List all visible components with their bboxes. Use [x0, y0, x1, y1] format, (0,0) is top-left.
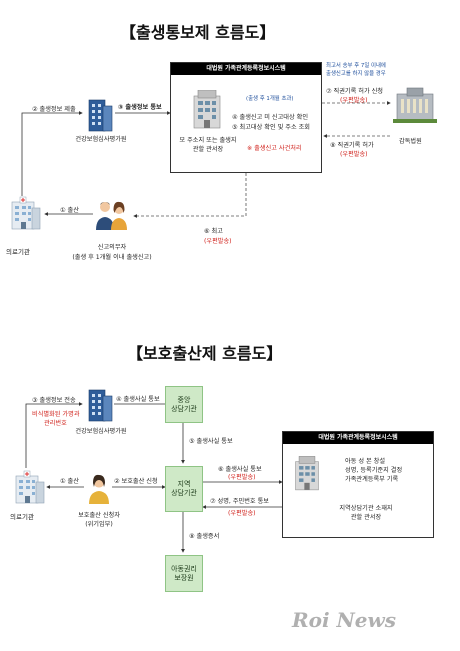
- step8-note: (우편발송): [340, 151, 368, 158]
- step5-label: ⑤ 최고대상 확인 및 주소 조회: [232, 124, 310, 131]
- step4-label: ④ 출생신고 미 신고대상 확인: [232, 114, 309, 121]
- parent-note: (출생 후 1개월 이내 출생신고): [72, 254, 152, 261]
- court-building-icon: [393, 87, 437, 123]
- step6b-note: (우편발송): [228, 474, 256, 481]
- local-counseling-box: 지역 상담기관: [165, 466, 203, 512]
- central-label-line2: 상담기관: [171, 404, 197, 413]
- warning-label: ※ 출생신고 사건처리: [247, 145, 302, 152]
- mother-note: (위기임부): [85, 521, 113, 528]
- insurance-label: 건강보험심사평가원: [75, 136, 127, 143]
- step8-label: ⑧ 직권기록 허가: [330, 142, 374, 149]
- registry-system-header: 대법원 가족관계등록정보시스템: [171, 63, 321, 75]
- hospital-icon-2: [15, 470, 45, 504]
- hospital-icon: [11, 196, 41, 230]
- office-label-line2: 관할 관서장: [192, 146, 224, 153]
- step1b-label: ① 출산: [60, 478, 79, 485]
- office-building-icon: [193, 90, 221, 129]
- step7-note: (우편발송): [340, 97, 368, 104]
- office-task-1: 아동 성 본 창설: [345, 458, 386, 465]
- local-label-line2: 상담기관: [171, 489, 197, 497]
- step3b-note-1: 비식별화된 가명과: [32, 411, 80, 418]
- step6b-label: ⑥ 출생사실 통보: [218, 466, 262, 473]
- step2-label: ② 출생정보 제출: [32, 106, 76, 113]
- step3b-label: ③ 출생정보 전송: [32, 397, 76, 404]
- step3-label: ③ 출생정보 통보: [118, 104, 162, 111]
- registry-system-panel: 대법원 가족관계등록정보시스템: [170, 62, 322, 173]
- step7b-note: (우편발송): [228, 510, 256, 517]
- mother-figure-icon: [89, 474, 109, 504]
- insurance-building-icon: [88, 99, 113, 132]
- step7-label: ⑦ 직권기록 허가 신청: [326, 88, 383, 95]
- insurance2-label: 건강보험심사평가원: [75, 428, 127, 435]
- office-task-2: 성명, 등록기준지 결정: [345, 467, 403, 474]
- step2b-label: ② 보호출산 신청: [114, 478, 158, 485]
- hospital2-label: 의료기관: [10, 513, 34, 521]
- step5b-label: ⑤ 출생사실 통보: [189, 438, 233, 445]
- child-rights-box: 아동권리 보장원: [165, 555, 203, 592]
- court-label: 감독법원: [399, 138, 422, 145]
- step4b-label: ④ 출생사실 통보: [116, 396, 160, 403]
- protected-birth-title: 【보호출산제 흐름도】: [127, 344, 283, 363]
- watermark: Roi News: [292, 608, 397, 632]
- office-task-3: 가족관계등록부 기록: [345, 476, 399, 483]
- registry-system-header-2: 대법원 가족관계등록정보시스템: [283, 432, 433, 444]
- central-counseling-box: 중앙 상담기관: [165, 386, 203, 423]
- step3b-note-2: 관리번호: [44, 420, 67, 427]
- child-label-line1: 아동권리: [171, 564, 197, 573]
- step7b-label: ⑦ 성명, 주민번호 통보: [210, 498, 269, 505]
- local-label-line1: 지역: [177, 480, 191, 489]
- central-label-line1: 중앙: [177, 395, 191, 404]
- parent-figures-icon: [96, 201, 127, 230]
- mother-label: 보호출산 신청자: [78, 512, 120, 519]
- within-month-note: (출생 후 1개월 초과): [246, 96, 294, 102]
- office-label-line1: 모 주소지 또는 출생지: [179, 137, 237, 144]
- court-note-line1: 최고서 송부 후 7일 이내에: [326, 63, 386, 69]
- parent-label: 신고의무자: [97, 244, 127, 251]
- step6-note: (우편발송): [204, 238, 232, 245]
- birth-notification-title: 【출생통보제 흐름도】: [120, 23, 276, 42]
- step8b-label: ⑧ 출생증서: [189, 533, 220, 540]
- office2-label-line1: 지역상담기관 소재지: [339, 505, 393, 512]
- insurance-building-icon-2: [88, 389, 113, 422]
- office-building-icon-2: [295, 456, 319, 491]
- step6-label: ⑥ 최고: [204, 228, 223, 235]
- child-label-line2: 보장원: [174, 573, 194, 582]
- court-note-line2: 출생신고를 하지 않을 경우: [326, 71, 386, 77]
- office2-label-line2: 관할 관서장: [350, 514, 382, 521]
- hospital-label: 의료기관: [6, 248, 30, 256]
- step1-label: ① 출산: [60, 207, 79, 214]
